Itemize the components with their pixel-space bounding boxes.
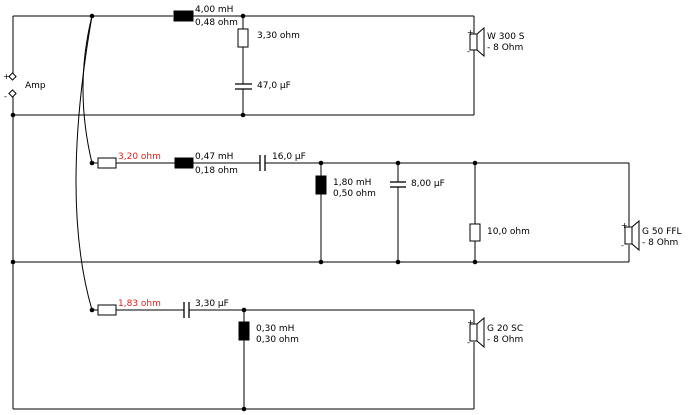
woofer-zobel-capacitor-value: 47,0 µF [257, 81, 291, 91]
junction-dot [89, 307, 95, 313]
woofer-inductor-resistance: 0,48 ohm [195, 18, 238, 28]
mid-series-inductor[interactable] [174, 157, 194, 169]
junction-dot [240, 13, 246, 19]
midrange-branch: 3,20 ohm 0,47 mH 0,18 ohm 16,0 µF 1,80 m… [97, 152, 682, 252]
mid-series-resistor-value: 3,20 ohm [118, 152, 161, 162]
mid-plus-sign: + [621, 221, 628, 230]
junction-dot [472, 259, 478, 265]
tw-plus-sign: + [467, 318, 474, 327]
amp-plus-sign: + [3, 72, 10, 81]
woofer-series-inductor[interactable] [173, 10, 194, 22]
junction-dot [89, 160, 95, 166]
junction-dot [318, 259, 324, 265]
woofer-speaker-icon[interactable] [469, 26, 485, 58]
mid-shunt-inductor-inductance: 1,80 mH [333, 178, 371, 188]
woofer-minus-sign: - [467, 47, 470, 56]
tw-series-capacitor-value: 3,30 µF [195, 299, 229, 309]
junction-dot [10, 112, 16, 118]
junction-dot [241, 406, 247, 412]
woofer-plus-sign: + [467, 28, 474, 37]
amp-minus-sign: - [4, 92, 7, 101]
tweeter-branch: 1,83 ohm 3,30 µF 0,30 mH 0,30 ohm + - G … [97, 299, 523, 349]
woofer-inductor-inductance: 4,00 mH [195, 5, 233, 15]
tw-series-resistor[interactable] [97, 304, 117, 316]
tweeter-feed-curve [75, 15, 93, 311]
junction-dot [395, 160, 401, 166]
woofer-branch: 4,00 mH 0,48 ohm 3,30 ohm 47,0 µF + - W … [173, 5, 525, 91]
mid-shunt-inductor[interactable] [315, 175, 327, 195]
junction-dot [318, 160, 324, 166]
tw-minus-sign: - [467, 338, 470, 347]
midrange-speaker-icon[interactable] [624, 219, 640, 252]
tw-shunt-inductor-inductance: 0,30 mH [256, 324, 294, 334]
mid-series-inductor-inductance: 0,47 mH [195, 152, 233, 162]
junction-dot [395, 259, 401, 265]
mid-series-capacitor-value: 16,0 µF [272, 152, 306, 162]
tw-speaker-impedance: - 8 Ohm [487, 335, 523, 345]
mid-series-resistor[interactable] [97, 157, 117, 169]
amp-terminals: + - Amp [3, 72, 46, 101]
tweeter-speaker-icon[interactable] [469, 316, 485, 349]
woofer-zobel-resistor[interactable] [237, 28, 249, 48]
amp-label: Amp [25, 81, 46, 91]
tw-speaker-model: G 20 SC [487, 324, 523, 334]
junction-dot [472, 160, 478, 166]
wiring [12, 15, 630, 410]
tw-shunt-inductor-resistance: 0,30 ohm [256, 335, 299, 345]
junction-dot [89, 13, 95, 19]
junction-dot [240, 112, 246, 118]
woofer-zobel-resistor-value: 3,30 ohm [257, 31, 300, 41]
mid-shunt-resistor[interactable] [469, 223, 481, 242]
junction-dots [10, 13, 478, 412]
mid-minus-sign: - [621, 241, 624, 250]
junction-dot [10, 259, 16, 265]
mid-shunt-inductor-resistance: 0,50 ohm [333, 189, 376, 199]
junction-dot [241, 307, 247, 313]
tw-shunt-inductor[interactable] [238, 321, 250, 341]
woofer-speaker-impedance: - 8 Ohm [487, 43, 523, 53]
woofer-speaker-model: W 300 S [487, 32, 525, 42]
amp-minus-terminal[interactable] [8, 89, 17, 98]
tw-series-resistor-value: 1,83 ohm [118, 299, 161, 309]
amp-plus-terminal[interactable] [8, 72, 17, 81]
mid-feed-curve [82, 15, 93, 164]
mid-speaker-impedance: - 8 Ohm [642, 238, 678, 248]
mid-series-inductor-resistance: 0,18 ohm [195, 166, 238, 176]
mid-shunt-capacitor-value: 8,00 µF [411, 179, 445, 189]
mid-speaker-model: G 50 FFL [642, 227, 682, 237]
mid-shunt-resistor-value: 10,0 ohm [487, 227, 530, 237]
